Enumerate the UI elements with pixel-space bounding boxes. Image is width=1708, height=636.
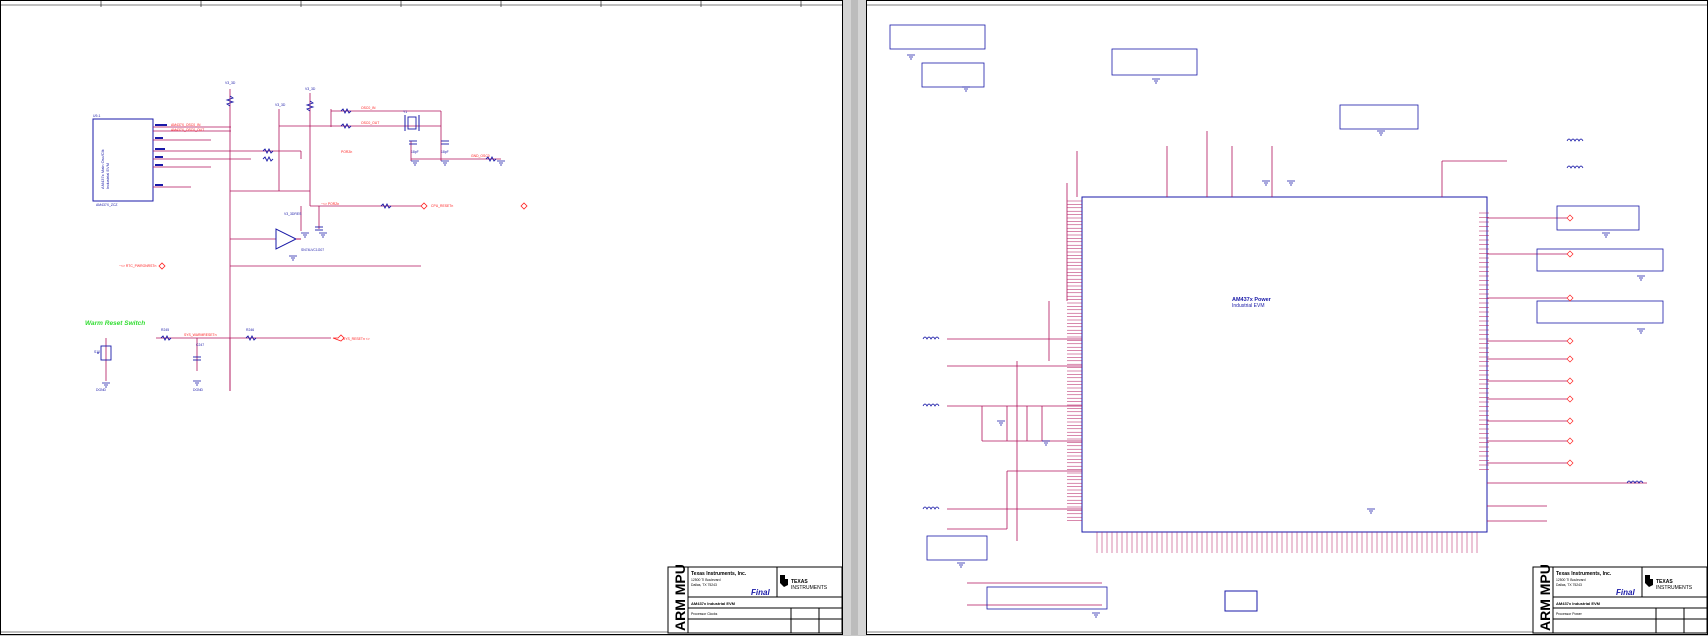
window-gutter — [843, 0, 866, 635]
svg-text:SYS_RESETn <>: SYS_RESETn <> — [343, 337, 370, 341]
schematic-sheet-power: AM437x Power Industrial EVM ARM MPU Texa… — [866, 0, 1708, 635]
ground-symbol — [1637, 275, 1645, 281]
svg-text:SYS_WARMRESETn: SYS_WARMRESETn — [184, 333, 217, 337]
ground-symbol — [1377, 130, 1385, 136]
ground-symbol — [997, 420, 1005, 426]
svg-text:OSC0_IN: OSC0_IN — [361, 106, 376, 110]
power-schematic-drawing: AM437x Power Industrial EVM ARM MPU Texa… — [867, 4, 1708, 634]
svg-text:AM437x Main Osc/Clk: AM437x Main Osc/Clk — [100, 149, 105, 189]
svg-text:12500 TI Boulevard: 12500 TI Boulevard — [691, 578, 721, 582]
svg-text:V3_3D: V3_3D — [275, 103, 286, 107]
svg-text:Texas Instruments, Inc.: Texas Instruments, Inc. — [691, 571, 747, 577]
svg-text:AM437x Industrial EVM: AM437x Industrial EVM — [1556, 601, 1601, 606]
svg-text:R246: R246 — [246, 328, 254, 332]
decoupling-caps — [889, 24, 1664, 610]
svg-text:R245: R245 — [161, 328, 169, 332]
svg-text:Industrial EVM: Industrial EVM — [105, 163, 110, 189]
svg-text:18pF: 18pF — [441, 150, 449, 154]
crystal — [404, 115, 420, 131]
svg-text:DGND: DGND — [96, 388, 107, 392]
svg-text:Processor Clocks: Processor Clocks — [691, 612, 718, 616]
ground-symbol — [1092, 612, 1100, 618]
ground-symbol — [1152, 78, 1160, 84]
svg-text:TEXAS: TEXAS — [791, 579, 808, 585]
svg-text:AM437X_ZCZ: AM437X_ZCZ — [96, 203, 117, 207]
svg-text:INSTRUMENTS: INSTRUMENTS — [1656, 585, 1693, 591]
svg-text:18pF: 18pF — [411, 150, 419, 154]
ground-symbol — [907, 54, 915, 60]
ground-symbol — [1602, 232, 1610, 238]
svg-text:TEXAS: TEXAS — [1656, 579, 1673, 585]
svg-text:ARM MPU: ARM MPU — [672, 564, 688, 631]
svg-text:Dallas, TX 75243: Dallas, TX 75243 — [691, 583, 717, 587]
svg-text:OSC0_OUT: OSC0_OUT — [361, 121, 379, 125]
title-block-right: ARM MPU Texas Instruments, Inc. 12500 TI… — [1532, 564, 1708, 634]
ground-symbol — [1042, 440, 1050, 446]
small-ic — [1224, 590, 1258, 612]
svg-text:V3_3D: V3_3D — [225, 81, 236, 85]
ground-symbol — [962, 86, 970, 92]
svg-text:~<> RTC_PWRONRSTn: ~<> RTC_PWRONRSTn — [119, 264, 156, 268]
svg-text:V3_3DRES: V3_3DRES — [284, 212, 302, 216]
schematic-sheet-clocks: AM437X_OSC0_IN AM437X_OSC0_OUT OSC0_IN O… — [0, 0, 844, 635]
svg-text:PORZn: PORZn — [341, 150, 352, 154]
warm-reset-switch-title: Warm Reset Switch — [85, 320, 145, 327]
ground-symbol — [1287, 180, 1295, 186]
ground-symbol — [1262, 180, 1270, 186]
ground-symbol — [957, 562, 965, 568]
clocks-schematic-drawing: AM437X_OSC0_IN AM437X_OSC0_OUT OSC0_IN O… — [1, 1, 844, 634]
power-center-title: AM437x Power — [1232, 297, 1272, 303]
svg-text:C247: C247 — [196, 343, 204, 347]
svg-text:U9-1: U9-1 — [93, 114, 100, 118]
ground-symbol — [1367, 508, 1375, 514]
power-center-subtitle: Industrial EVM — [1232, 303, 1265, 309]
svg-text:DGND: DGND — [193, 388, 204, 392]
reset-pushbutton — [97, 345, 112, 361]
svg-text:Final: Final — [1616, 588, 1635, 597]
svg-text:SN74LVC1G07: SN74LVC1G07 — [301, 248, 324, 252]
title-block: ARM MPU Texas Instruments, Inc. 12500 TI… — [667, 564, 843, 634]
svg-text:Final: Final — [751, 588, 770, 597]
svg-text:12500 TI Boulevard: 12500 TI Boulevard — [1556, 578, 1586, 582]
svg-text:AM437X_OSC0_IN: AM437X_OSC0_IN — [171, 123, 201, 127]
svg-text:AM437x Industrial EVM: AM437x Industrial EVM — [691, 601, 736, 606]
svg-text:INSTRUMENTS: INSTRUMENTS — [791, 585, 828, 591]
svg-text:ARM MPU: ARM MPU — [1537, 564, 1553, 631]
svg-text:GND_OSC0: GND_OSC0 — [471, 154, 490, 158]
clock-ic — [92, 118, 251, 202]
svg-text:Processor Power: Processor Power — [1556, 612, 1583, 616]
power-ic — [1081, 196, 1488, 533]
svg-text:CPU_RESETn: CPU_RESETn — [431, 204, 453, 208]
svg-text:Y1: Y1 — [403, 110, 407, 114]
svg-text:V3_3D: V3_3D — [305, 87, 316, 91]
clock-ic-label: AM437x Main Osc/Clk Industrial EVM — [100, 149, 110, 189]
svg-text:~<> PORZn: ~<> PORZn — [321, 202, 339, 206]
svg-text:Texas Instruments, Inc.: Texas Instruments, Inc. — [1556, 571, 1612, 577]
buffer-gate — [275, 228, 301, 250]
ground-symbol — [1637, 328, 1645, 334]
svg-text:S10: S10 — [94, 350, 100, 354]
svg-text:AM437X_OSC0_OUT: AM437X_OSC0_OUT — [171, 128, 204, 132]
svg-text:Dallas, TX 75243: Dallas, TX 75243 — [1556, 583, 1582, 587]
